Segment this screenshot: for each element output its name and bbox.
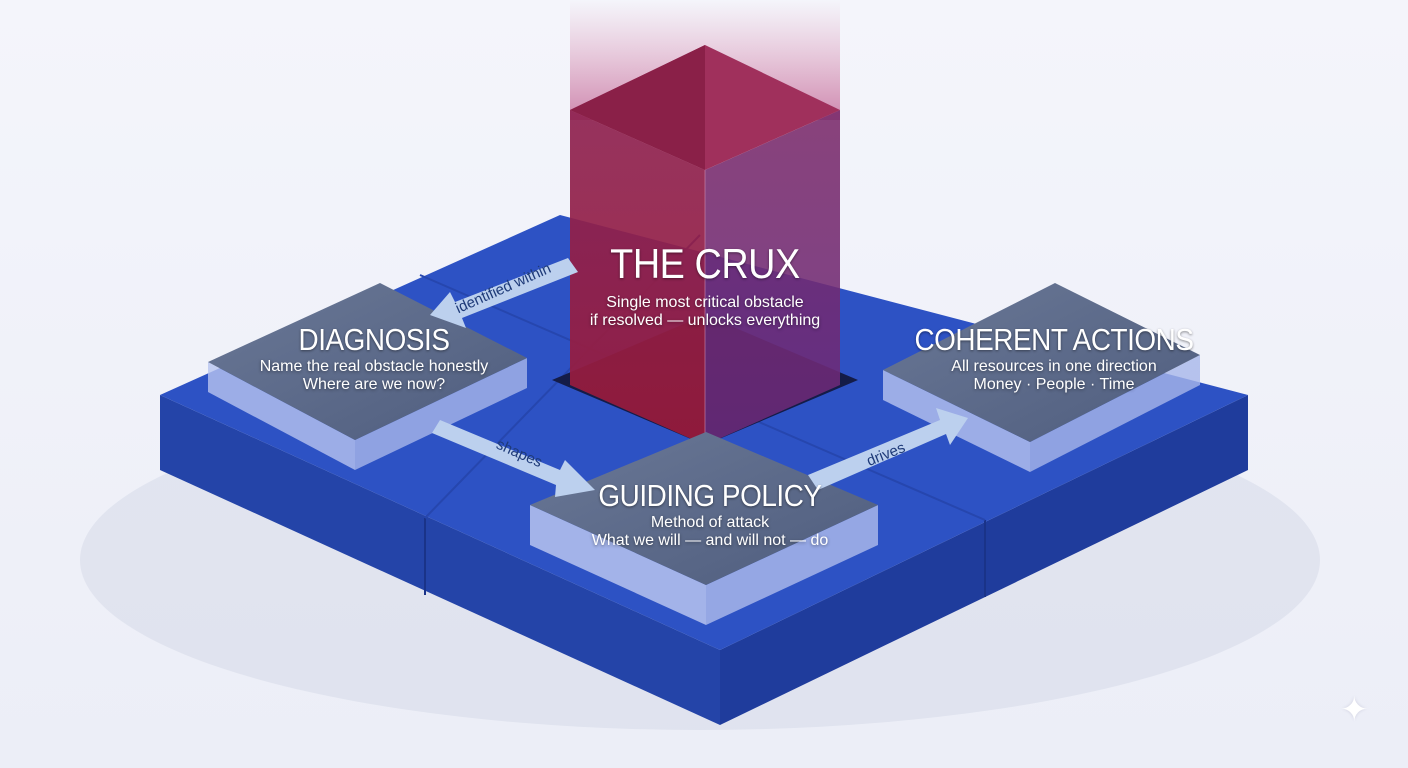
crux-label: THE CRUX Single most critical obstacle i…: [590, 240, 820, 330]
crux-line2: if resolved — unlocks everything: [589, 312, 821, 329]
diagnosis-title: DIAGNOSIS: [298, 322, 450, 357]
guiding-policy-label: GUIDING POLICY Method of attack What we …: [586, 478, 834, 550]
crux-title: THE CRUX: [610, 240, 800, 287]
coherent-actions-label: COHERENT ACTIONS All resources in one di…: [899, 322, 1209, 394]
guiding-policy-line1: Method of attack: [650, 514, 770, 531]
coherent-actions-line2: Money · People · Time: [973, 376, 1135, 393]
coherent-actions-line1: All resources in one direction: [951, 358, 1157, 375]
guiding-policy-title: GUIDING POLICY: [598, 478, 822, 513]
arrow-identified-within: [430, 258, 578, 328]
sparkle-icon: ✦: [1340, 691, 1369, 729]
arrow-drives: [808, 408, 968, 490]
arrow-shapes: [432, 420, 595, 497]
diagnosis-label: DIAGNOSIS Name the real obstacle honestl…: [260, 322, 489, 394]
diagnosis-line2: Where are we now?: [302, 376, 446, 393]
crux-column: [552, 45, 858, 445]
coherent-actions-title: COHERENT ACTIONS: [914, 322, 1194, 357]
diagnosis-line1: Name the real obstacle honestly: [259, 358, 489, 375]
guiding-policy-tile: [530, 432, 878, 625]
crux-line1: Single most critical obstacle: [606, 294, 804, 311]
diagnosis-tile: [208, 283, 527, 470]
guiding-policy-line2: What we will — and will not — do: [591, 532, 829, 549]
